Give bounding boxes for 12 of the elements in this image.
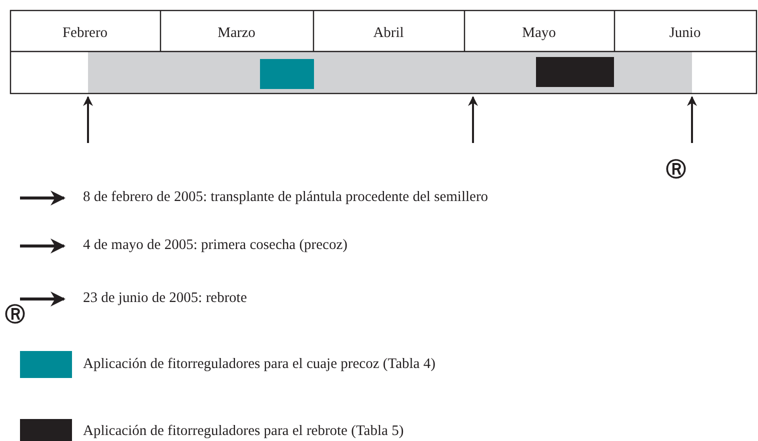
month-label: Mayo: [521, 26, 557, 40]
legend-text: 23 de junio de 2005: rebrote: [83, 291, 247, 306]
legend-text: Aplicación de fitorreguladores para el cuaje precoz (Tabla 4): [83, 357, 436, 372]
legend-text: 8 de febrero de 2005: transplante de plántula procedente del semillero: [83, 190, 488, 204]
month-label: Abril: [372, 26, 405, 40]
legend-text: Aplicación de fitorreguladores para el rebrote (Tabla 5): [83, 424, 404, 438]
legend-text: 4 de mayo de 2005: primera cosecha (precoz): [83, 238, 348, 252]
month-label: Febrero: [61, 26, 109, 40]
rebrote-mark: Ⓡ: [666, 160, 686, 180]
rebrote-mark: Ⓡ: [5, 305, 25, 325]
month-label: Marzo: [216, 26, 256, 40]
month-label: Junio: [668, 26, 702, 40]
